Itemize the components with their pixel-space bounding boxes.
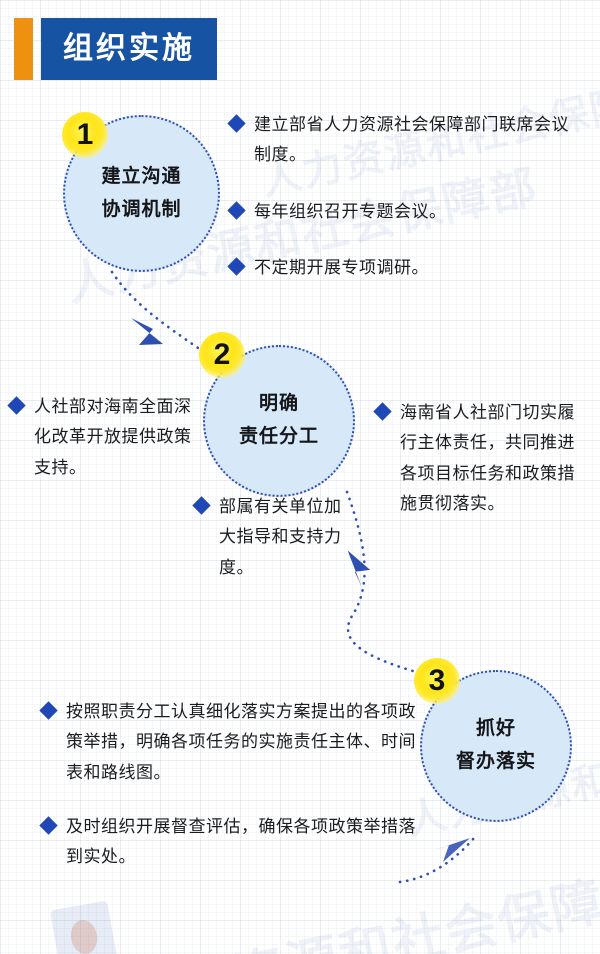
list-item: 建立部省人力资源社会保障部门联席会议制度。: [227, 110, 580, 171]
diamond-bullet-icon: [7, 396, 26, 415]
bullet-text: 部属有关单位加大指导和支持力度。: [219, 497, 342, 577]
bullet-text: 及时组织开展督查评估，确保各项政策举措落到实处。: [66, 816, 416, 866]
list-item: 不定期开展专项调研。: [227, 253, 580, 283]
diamond-bullet-icon: [39, 816, 58, 835]
list-item: 部属有关单位加大指导和支持力度。: [192, 492, 355, 583]
page-header: 组织实施: [0, 0, 600, 96]
node-circle-3[interactable]: 抓好 督办落实: [420, 670, 572, 822]
mohrss-emblem-icon: [49, 900, 119, 954]
diamond-bullet-icon: [227, 257, 246, 276]
node-2-bullet-list-middle: 部属有关单位加大指导和支持力度。: [192, 492, 355, 583]
list-item: 海南省人社部门切实履行主体责任，共同推进各项目标任务和政策措施贯彻落实。: [373, 398, 592, 519]
list-item: 按照职责分工认真细化落实方案提出的各项政策举措，明确各项任务的实施责任主体、时间…: [39, 697, 432, 788]
header-accent-bar: [14, 18, 33, 80]
node-badge-1: 1: [62, 112, 108, 158]
node-1-title-line-1: 建立沟通: [101, 165, 182, 187]
node-badge-2: 2: [199, 332, 245, 378]
diamond-bullet-icon: [227, 114, 246, 133]
node-2-bullet-list-right: 海南省人社部门切实履行主体责任，共同推进各项目标任务和政策措施贯彻落实。: [373, 398, 592, 519]
node-circle-2[interactable]: 明确 责任分工: [203, 345, 355, 497]
diamond-bullet-icon: [192, 496, 211, 515]
node-badge-3: 3: [414, 658, 460, 704]
node-3-bullet-list: 按照职责分工认真细化落实方案提出的各项政策举措，明确各项任务的实施责任主体、时间…: [39, 697, 432, 896]
node-2-title-line-2: 责任分工: [238, 426, 319, 447]
bullet-text: 每年组织召开专题会议。: [254, 201, 447, 221]
node-3-title-line-2: 督办落实: [455, 751, 536, 772]
diamond-bullet-icon: [373, 402, 392, 421]
connector-path-2-3: [345, 490, 432, 678]
connector-arrowhead-3-summary: [432, 838, 470, 862]
bullet-text: 按照职责分工认真细化落实方案提出的各项政策举措，明确各项任务的实施责任主体、时间…: [66, 702, 416, 782]
header-title-box: 组织实施: [41, 18, 217, 80]
page-title: 组织实施: [63, 32, 195, 65]
list-item: 人社部对海南全面深化改革开放提供政策支持。: [7, 392, 208, 483]
node-1-title-line-2: 协调机制: [101, 198, 182, 220]
list-item: 及时组织开展督查评估，确保各项政策举措落到实处。: [39, 812, 432, 873]
diamond-bullet-icon: [39, 701, 58, 720]
connector-arrowhead-1-2: [131, 318, 163, 345]
diamond-bullet-icon: [227, 200, 246, 220]
node-1-bullet-list: 建立部省人力资源社会保障部门联席会议制度。 每年组织召开专题会议。 不定期开展专…: [227, 110, 580, 309]
node-2-title-line-1: 明确: [258, 393, 299, 415]
node-2-bullet-list-left: 人社部对海南全面深化改革开放提供政策支持。: [7, 392, 208, 483]
connector-path-1-2: [110, 270, 206, 354]
bullet-text: 海南省人社部门切实履行主体责任，共同推进各项目标任务和政策措施贯彻落实。: [400, 403, 575, 513]
bullet-text: 建立部省人力资源社会保障部门联席会议制度。: [254, 115, 569, 165]
node-3-title-line-1: 抓好: [475, 718, 516, 740]
bullet-text: 不定期开展专项调研。: [254, 257, 429, 277]
bullet-text: 人社部对海南全面深化改革开放提供政策支持。: [34, 397, 192, 477]
list-item: 每年组织召开专题会议。: [227, 197, 580, 227]
